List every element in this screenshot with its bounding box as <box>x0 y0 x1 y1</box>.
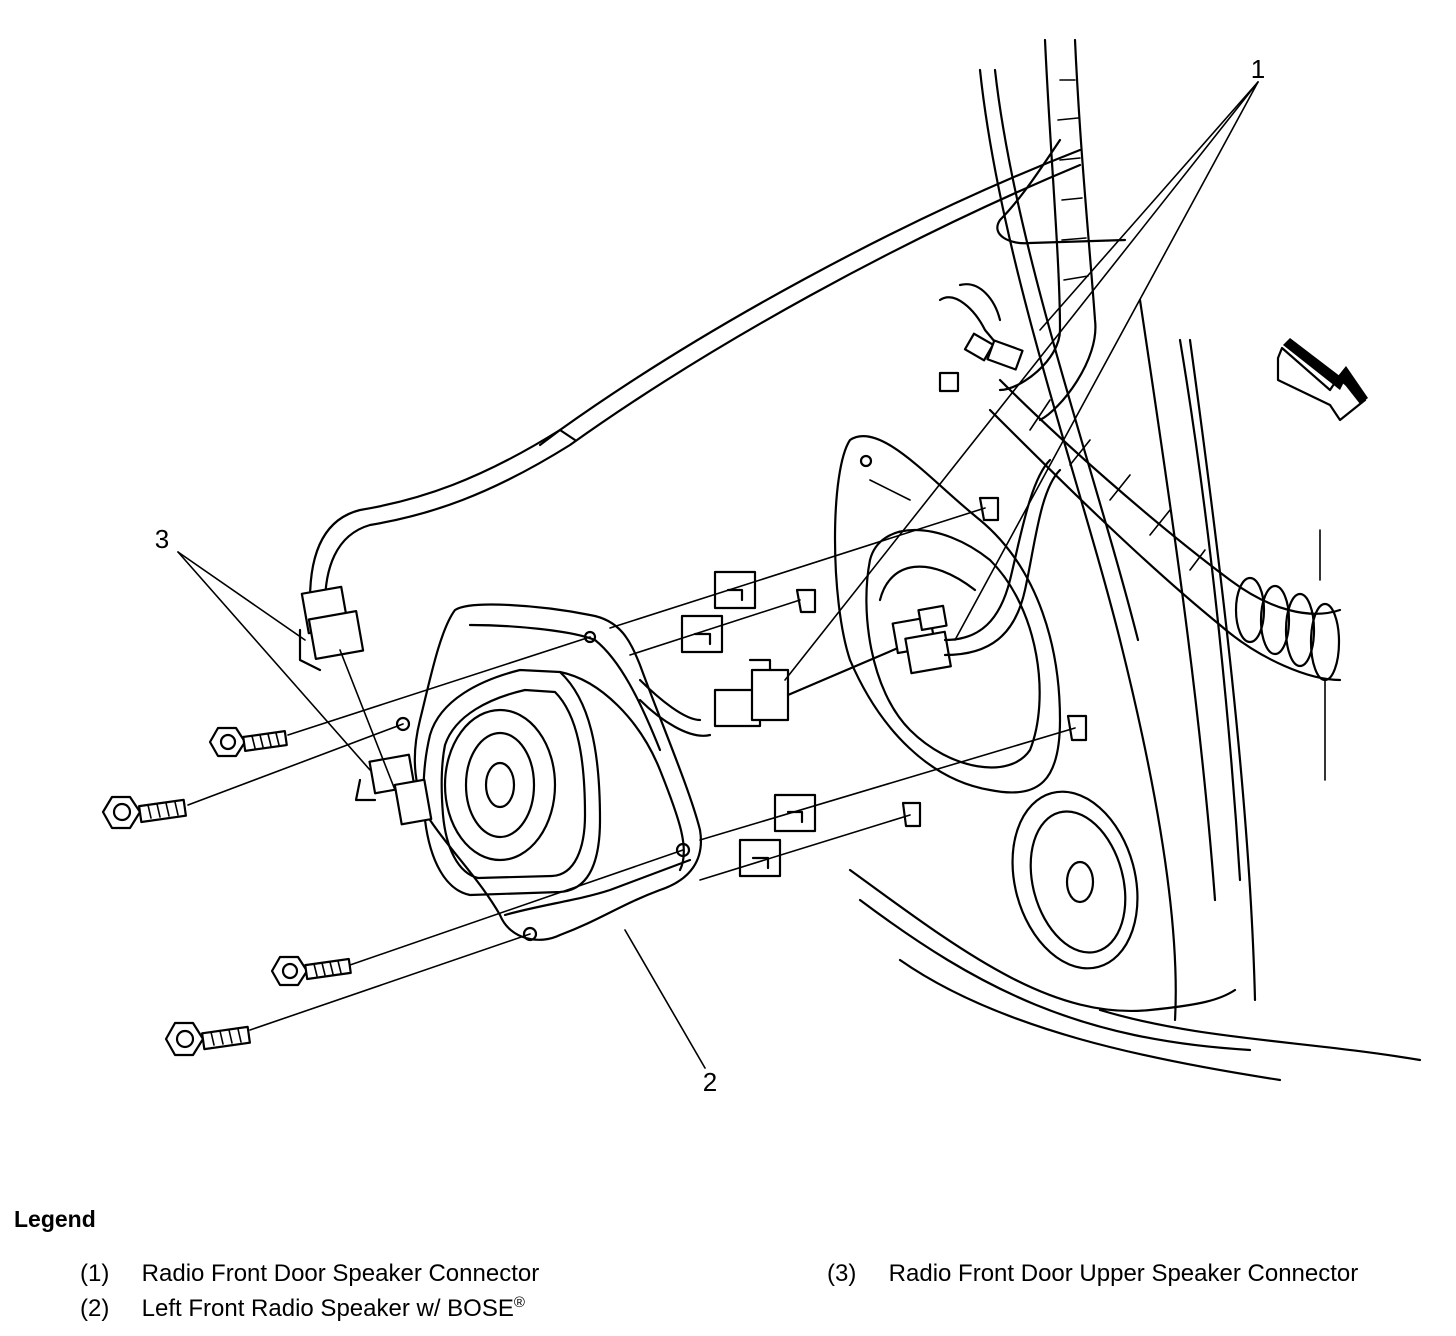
screw-3 <box>270 955 352 987</box>
legend-item-3: (3) Radio Front Door Upper Speaker Conne… <box>827 1260 1358 1288</box>
legend-item-2: (2) Left Front Radio Speaker w/ BOSE® <box>80 1294 525 1323</box>
screw-2 <box>101 795 187 830</box>
callout-1: 1 <box>1251 54 1265 84</box>
legend-item-number: (1) <box>80 1260 110 1287</box>
speaker-mount-recess <box>833 434 1062 794</box>
legend-item-text: Left Front Radio Speaker w/ BOSE <box>141 1295 514 1322</box>
upper-speaker-connector <box>298 585 365 672</box>
legend-item-number: (2) <box>80 1295 110 1322</box>
speaker-installation-diagram: 1 3 2 <box>101 38 1422 1097</box>
registered-mark: ® <box>513 1294 525 1311</box>
front-direction-arrow <box>1276 338 1368 422</box>
upper-speaker-wire <box>308 148 1082 607</box>
lower-speaker-opening <box>1011 790 1139 970</box>
screw-1 <box>208 726 288 758</box>
callout-3: 3 <box>155 524 169 554</box>
leader-lines <box>177 81 1259 1069</box>
legend-item-1: (1) Radio Front Door Speaker Connector <box>80 1260 539 1288</box>
legend-item-number: (3) <box>827 1260 857 1287</box>
legend-title: Legend <box>14 1206 96 1232</box>
wiring-harness <box>938 38 1342 682</box>
retainer-clips <box>680 496 1088 878</box>
speaker-connector-right <box>891 458 1062 675</box>
callout-2: 2 <box>703 1067 717 1097</box>
alignment-lines <box>187 507 1076 1031</box>
mounting-screws <box>101 726 352 1057</box>
screw-4 <box>164 1021 251 1057</box>
legend-item-text: Radio Front Door Upper Speaker Connector <box>888 1260 1359 1287</box>
radio-speaker <box>395 603 712 942</box>
legend-item-text: Radio Front Door Speaker Connector <box>141 1260 540 1287</box>
door-panel <box>848 68 1422 1082</box>
speaker-connector-mid <box>713 643 907 728</box>
